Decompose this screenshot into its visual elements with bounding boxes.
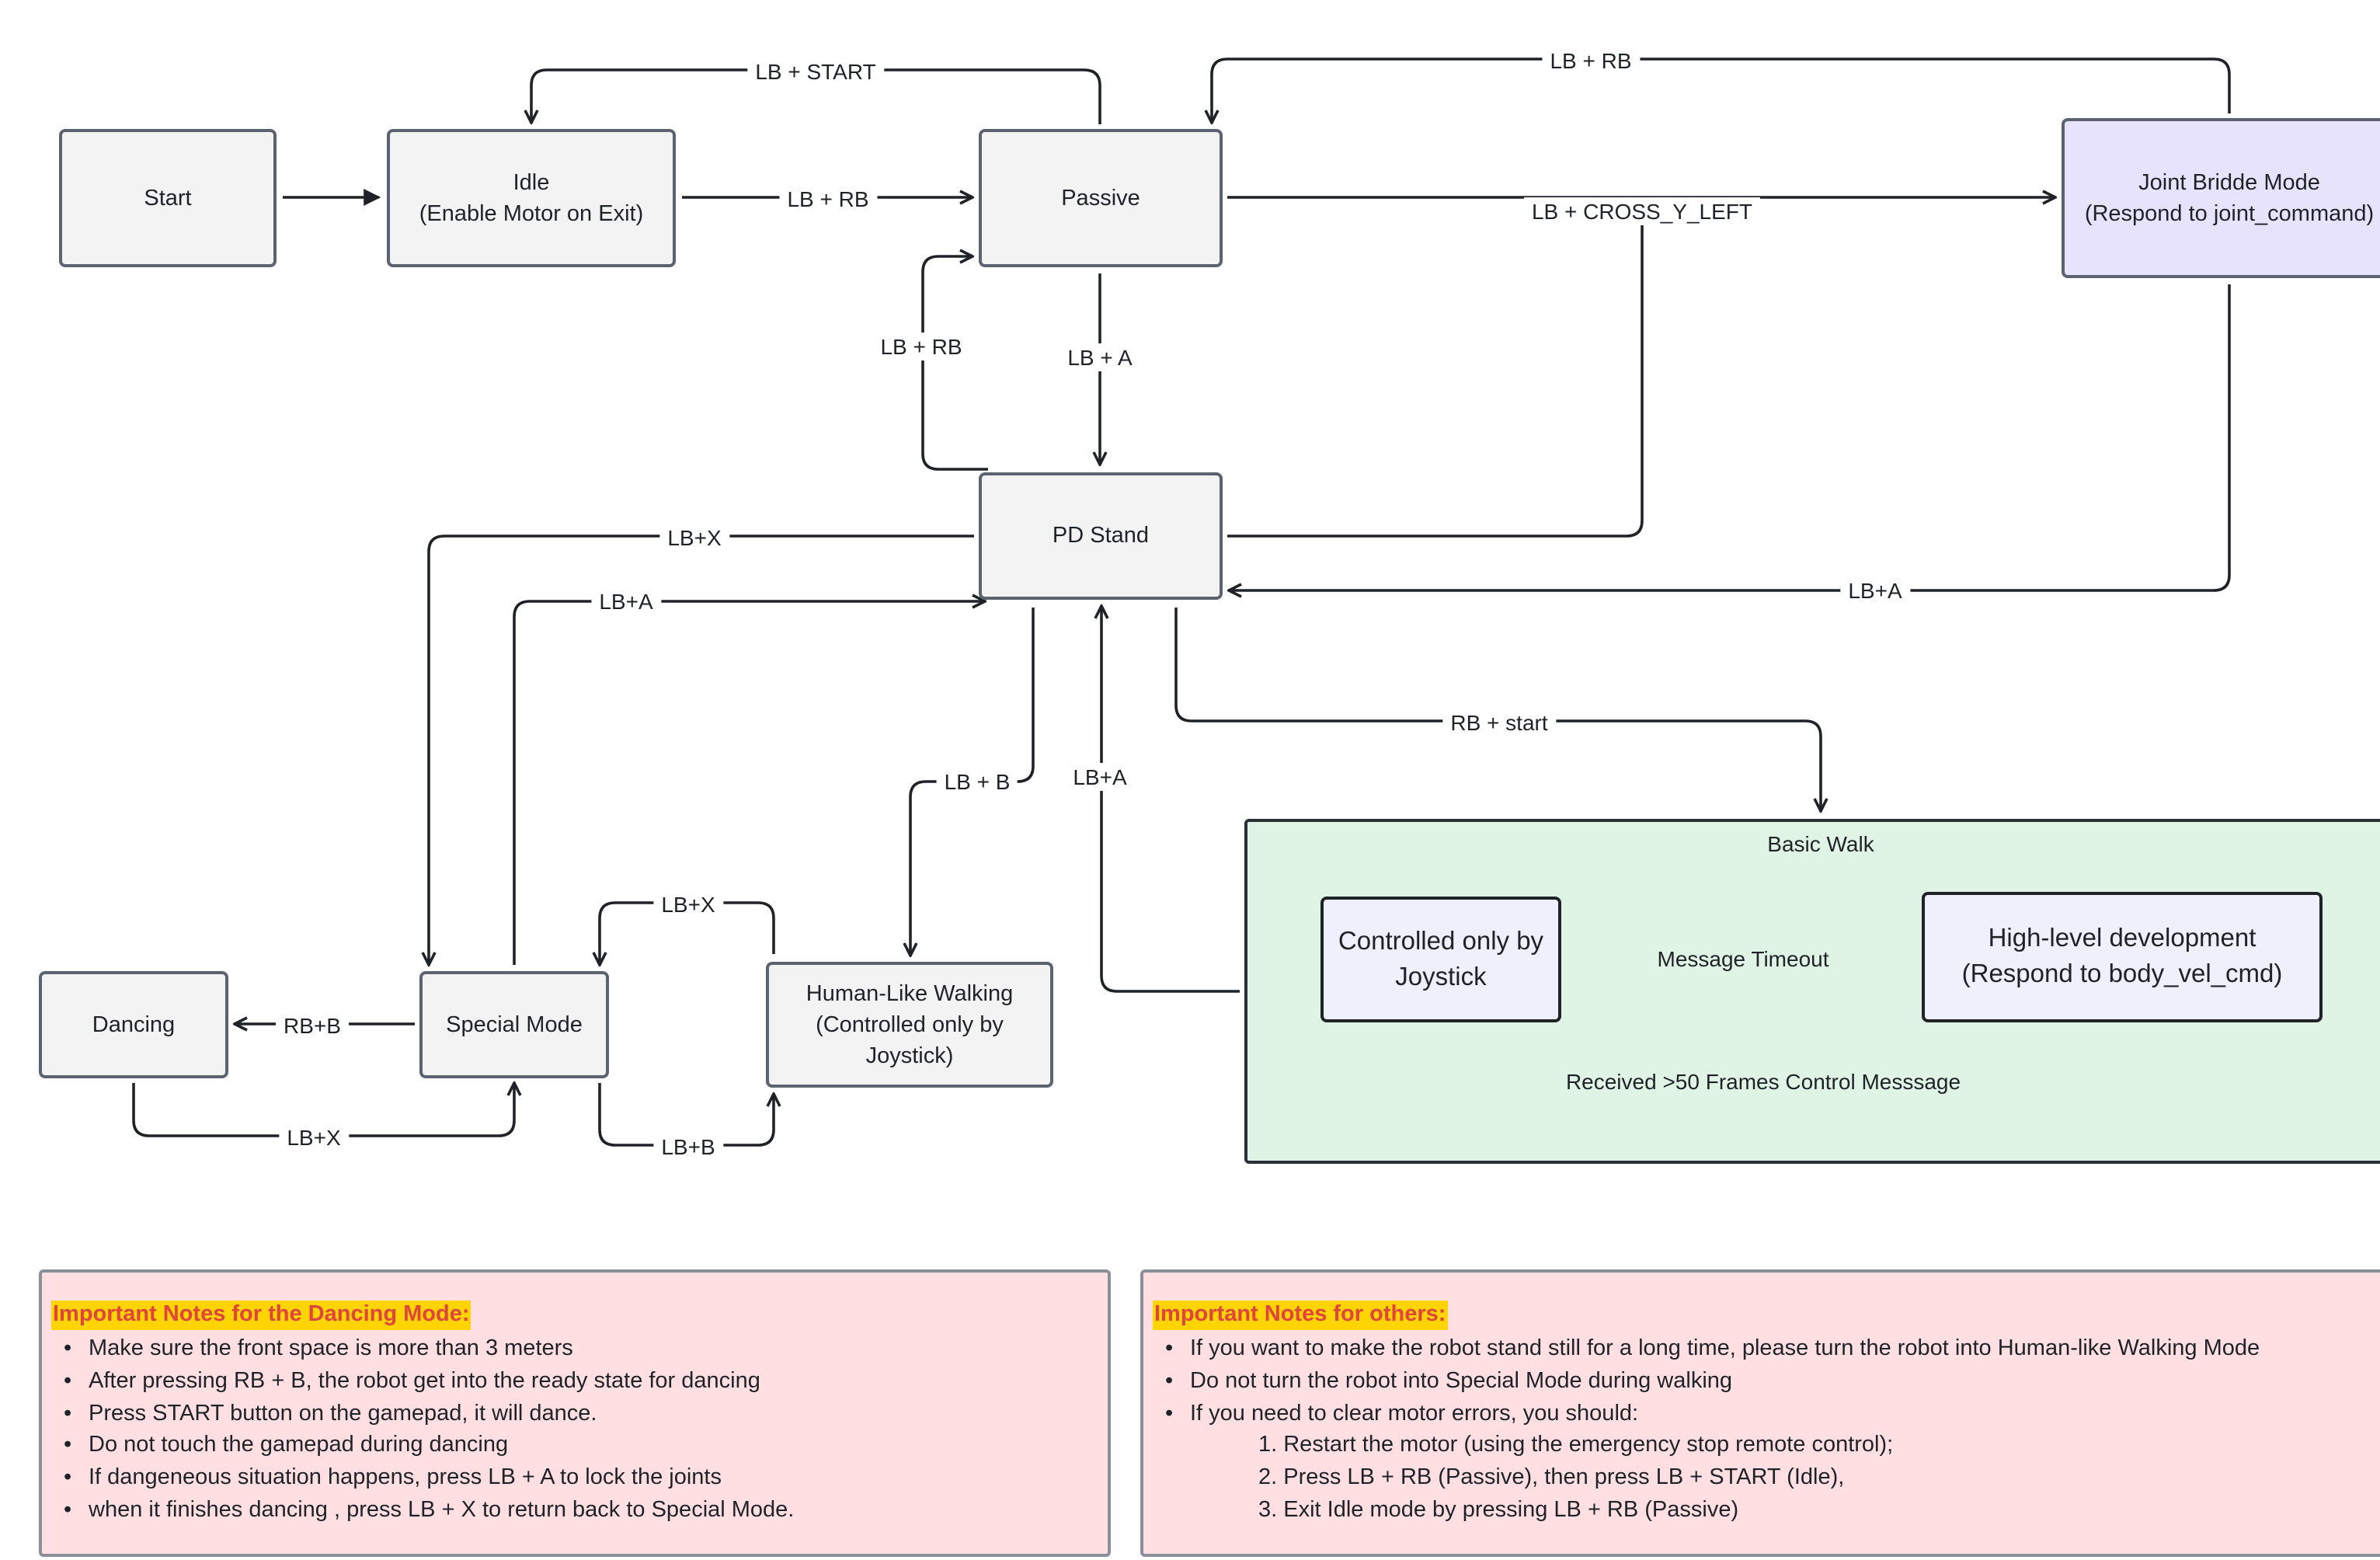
idle-node[interactable]: Idle (Enable Motor on Exit) [387, 129, 676, 267]
edge-pdstand-to-special [429, 535, 974, 965]
edge-label-special-to-dancing: RB+B [276, 1012, 349, 1039]
others-note-item: If you want to make the robot stand stil… [1165, 1333, 2380, 1366]
dancing-note-item: After pressing RB + B, the robot get int… [64, 1366, 1098, 1398]
start-label: Start [144, 186, 192, 211]
edge-label-joint-to-pdstand: LB+A [1840, 576, 1910, 604]
joint-bridge-label: Joint Bridde Mode [2138, 170, 2320, 195]
joystick-only-label-1: Controlled only by [1338, 927, 1544, 955]
special-mode-label: Special Mode [446, 1012, 583, 1037]
idle-sublabel: (Enable Motor on Exit) [419, 201, 644, 226]
edge-joint-to-passive [1212, 57, 2231, 123]
dancing-note-item: Press START button on the gamepad, it wi… [64, 1398, 1098, 1430]
dancing-note-item: Do not touch the gamepad during dancing [64, 1430, 1098, 1463]
joint-bridge-node[interactable]: Joint Bridde Mode (Respond to joint_comm… [2062, 118, 2380, 278]
joystick-only-node[interactable]: Controlled only by Joystick [1320, 897, 1561, 1022]
high-level-label: High-level development [1988, 925, 2256, 952]
idle-label: Idle [513, 170, 550, 195]
motor-error-step: 3. Exit Idle mode by pressing LB + RB (P… [1258, 1497, 1739, 1523]
motor-error-step: 1. Restart the motor (using the emergenc… [1258, 1433, 1894, 1458]
edge-label-special-to-humanlike: LB+B [653, 1133, 723, 1161]
basic-walk-title: Basic Walk [1767, 831, 1874, 856]
dancing-note-item: Make sure the front space is more than 3… [64, 1333, 1098, 1366]
edge-label-passive-to-pdstand: LB + A [1060, 343, 1140, 371]
edge-label-pdstand-to-special: LB+X [659, 524, 729, 552]
human-like-walking-node[interactable]: Human-Like Walking (Controlled only by J… [766, 962, 1053, 1088]
dancing-notes-panel: Important Notes for the Dancing Mode: Ma… [39, 1269, 1111, 1557]
others-notes-panel: Important Notes for others: If you want … [1140, 1269, 2380, 1557]
pd-stand-label: PD Stand [1052, 524, 1150, 548]
edge-label-idle-to-passive: LB + RB [779, 185, 877, 213]
edge-label-passive-to-joint: LB + CROSS_Y_LEFT [1523, 197, 1761, 225]
edge-pdstand-to-passive [921, 256, 988, 471]
dancing-node[interactable]: Dancing [39, 971, 228, 1078]
edge-label-highlevel-to-joystick: Message Timeout [1649, 945, 1837, 973]
joystick-only-label-2: Joystick [1395, 963, 1487, 991]
others-note-item: Do not turn the robot into Special Mode … [1165, 1366, 2380, 1398]
high-level-dev-node[interactable]: High-level development (Respond to body_… [1922, 892, 2323, 1022]
edge-pdstand-to-joint [1227, 218, 1644, 538]
dancing-note-item: when it finishes dancing , press LB + X … [64, 1495, 1098, 1527]
dancing-notes-list: Make sure the front space is more than 3… [51, 1333, 1098, 1527]
edge-label-special-to-pdstand: LB+A [591, 587, 661, 615]
passive-node[interactable]: Passive [979, 129, 1223, 267]
pd-stand-node[interactable]: PD Stand [979, 472, 1223, 600]
passive-label: Passive [1061, 186, 1140, 211]
edge-joint-to-pdstand [1229, 284, 2231, 590]
dancing-notes-title: Important Notes for the Dancing Mode: [51, 1301, 471, 1330]
human-like-label: Human-Like Walking [806, 981, 1014, 1006]
dancing-note-item: If dangeneous situation happens, press L… [64, 1462, 1098, 1495]
edge-label-humanlike-to-special: LB+X [653, 890, 723, 918]
edge-special-to-pdstand [513, 601, 985, 965]
edge-label-dancing-to-special: LB+X [279, 1123, 349, 1151]
edge-label-pdstand-to-humanlike: LB + B [936, 768, 1018, 796]
dancing-label: Dancing [92, 1012, 176, 1037]
human-like-sublabel-1: (Controlled only by [816, 1012, 1004, 1037]
motor-error-step: 2. Press LB + RB (Passive), then press L… [1258, 1465, 1845, 1491]
motor-error-steps: 1. Restart the motor (using the emergenc… [1153, 1430, 2380, 1527]
edge-label-pdstand-to-passive: LB + RB [872, 333, 970, 360]
others-note-item: If you need to clear motor errors, you s… [1165, 1398, 2380, 1430]
others-notes-list: If you want to make the robot stand stil… [1153, 1333, 2380, 1430]
human-like-sublabel-2: Joystick) [865, 1043, 954, 1068]
edge-label-passive-to-idle: LB + START [747, 57, 884, 85]
edge-label-joint-to-passive: LB + RB [1542, 47, 1640, 75]
edge-label-basicwalk-to-pdstand: LB+A [1065, 763, 1135, 791]
joint-bridge-sublabel: (Respond to joint_command) [2084, 201, 2375, 226]
special-mode-node[interactable]: Special Mode [419, 971, 609, 1078]
edge-basicwalk-to-pdstand [1101, 606, 1240, 993]
edge-label-joystick-to-highlevel: Received >50 Frames Control Messsage [1557, 1067, 1969, 1095]
edge-label-pdstand-to-basicwalk: RB + start [1442, 709, 1556, 736]
start-node[interactable]: Start [59, 129, 277, 267]
others-notes-title: Important Notes for others: [1153, 1301, 1448, 1330]
high-level-sublabel: (Respond to body_vel_cmd) [1961, 960, 2283, 988]
